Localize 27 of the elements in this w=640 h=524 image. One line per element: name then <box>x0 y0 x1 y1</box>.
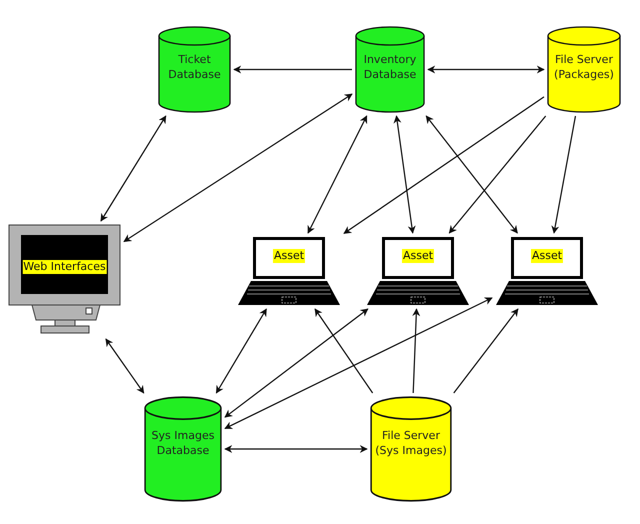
node-label: File Server (Sys Images) <box>374 428 448 458</box>
node-label: File Server (Packages) <box>553 52 615 82</box>
arrow <box>551 116 576 234</box>
arrow <box>233 66 352 74</box>
arrow <box>216 308 267 394</box>
node-label: Web Interfaces <box>22 260 107 274</box>
node-label: Asset <box>402 249 434 263</box>
arrow <box>453 308 518 394</box>
node-label: Ticket Database <box>167 52 222 82</box>
arrow <box>224 297 493 429</box>
arrow <box>426 115 518 234</box>
arrow <box>314 308 374 394</box>
arrow <box>105 338 144 394</box>
arrow <box>343 96 544 234</box>
arrow <box>448 116 546 234</box>
arrow <box>224 308 368 418</box>
arrow <box>100 115 166 222</box>
arrow <box>412 308 420 394</box>
arrow <box>308 115 368 234</box>
arrow <box>427 66 545 74</box>
arrow <box>224 445 368 453</box>
node-label: Asset <box>530 249 564 263</box>
node-label: Inventory Database <box>362 52 418 82</box>
arrow <box>123 94 353 242</box>
node-label: Asset <box>272 249 306 263</box>
arrow <box>394 115 416 234</box>
node-label: Sys Images Database <box>150 428 216 458</box>
